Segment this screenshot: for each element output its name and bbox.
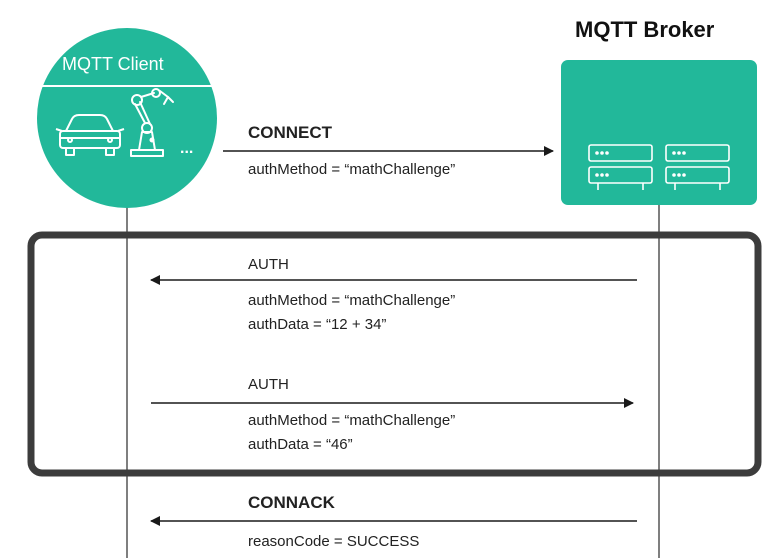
connect-auth-method: authMethod = “mathChallenge” bbox=[248, 161, 456, 178]
auth-challenge-data: authData = “12 + 34” bbox=[248, 316, 387, 333]
auth-response-method: authMethod = “mathChallenge” bbox=[248, 412, 456, 429]
auth-challenge-label: AUTH bbox=[248, 256, 289, 273]
client-circle bbox=[37, 28, 217, 208]
client-title: MQTT Client bbox=[62, 54, 164, 74]
connect-label: CONNECT bbox=[248, 123, 333, 142]
connack-label: CONNACK bbox=[248, 493, 335, 512]
robot-arm-icon bbox=[130, 88, 174, 157]
broker-box bbox=[561, 60, 757, 205]
auth-response-data: authData = “46” bbox=[248, 436, 353, 453]
car-icon bbox=[55, 114, 125, 156]
connack-reason-code: reasonCode = SUCCESS bbox=[248, 533, 420, 550]
auth-response-label: AUTH bbox=[248, 376, 289, 393]
broker-title: MQTT Broker bbox=[575, 17, 715, 42]
auth-challenge-method: authMethod = “mathChallenge” bbox=[248, 292, 456, 309]
auth-exchange-frame bbox=[27, 231, 762, 477]
more-devices-ellipsis: ... bbox=[180, 140, 194, 157]
server-rack-icon bbox=[588, 144, 730, 190]
